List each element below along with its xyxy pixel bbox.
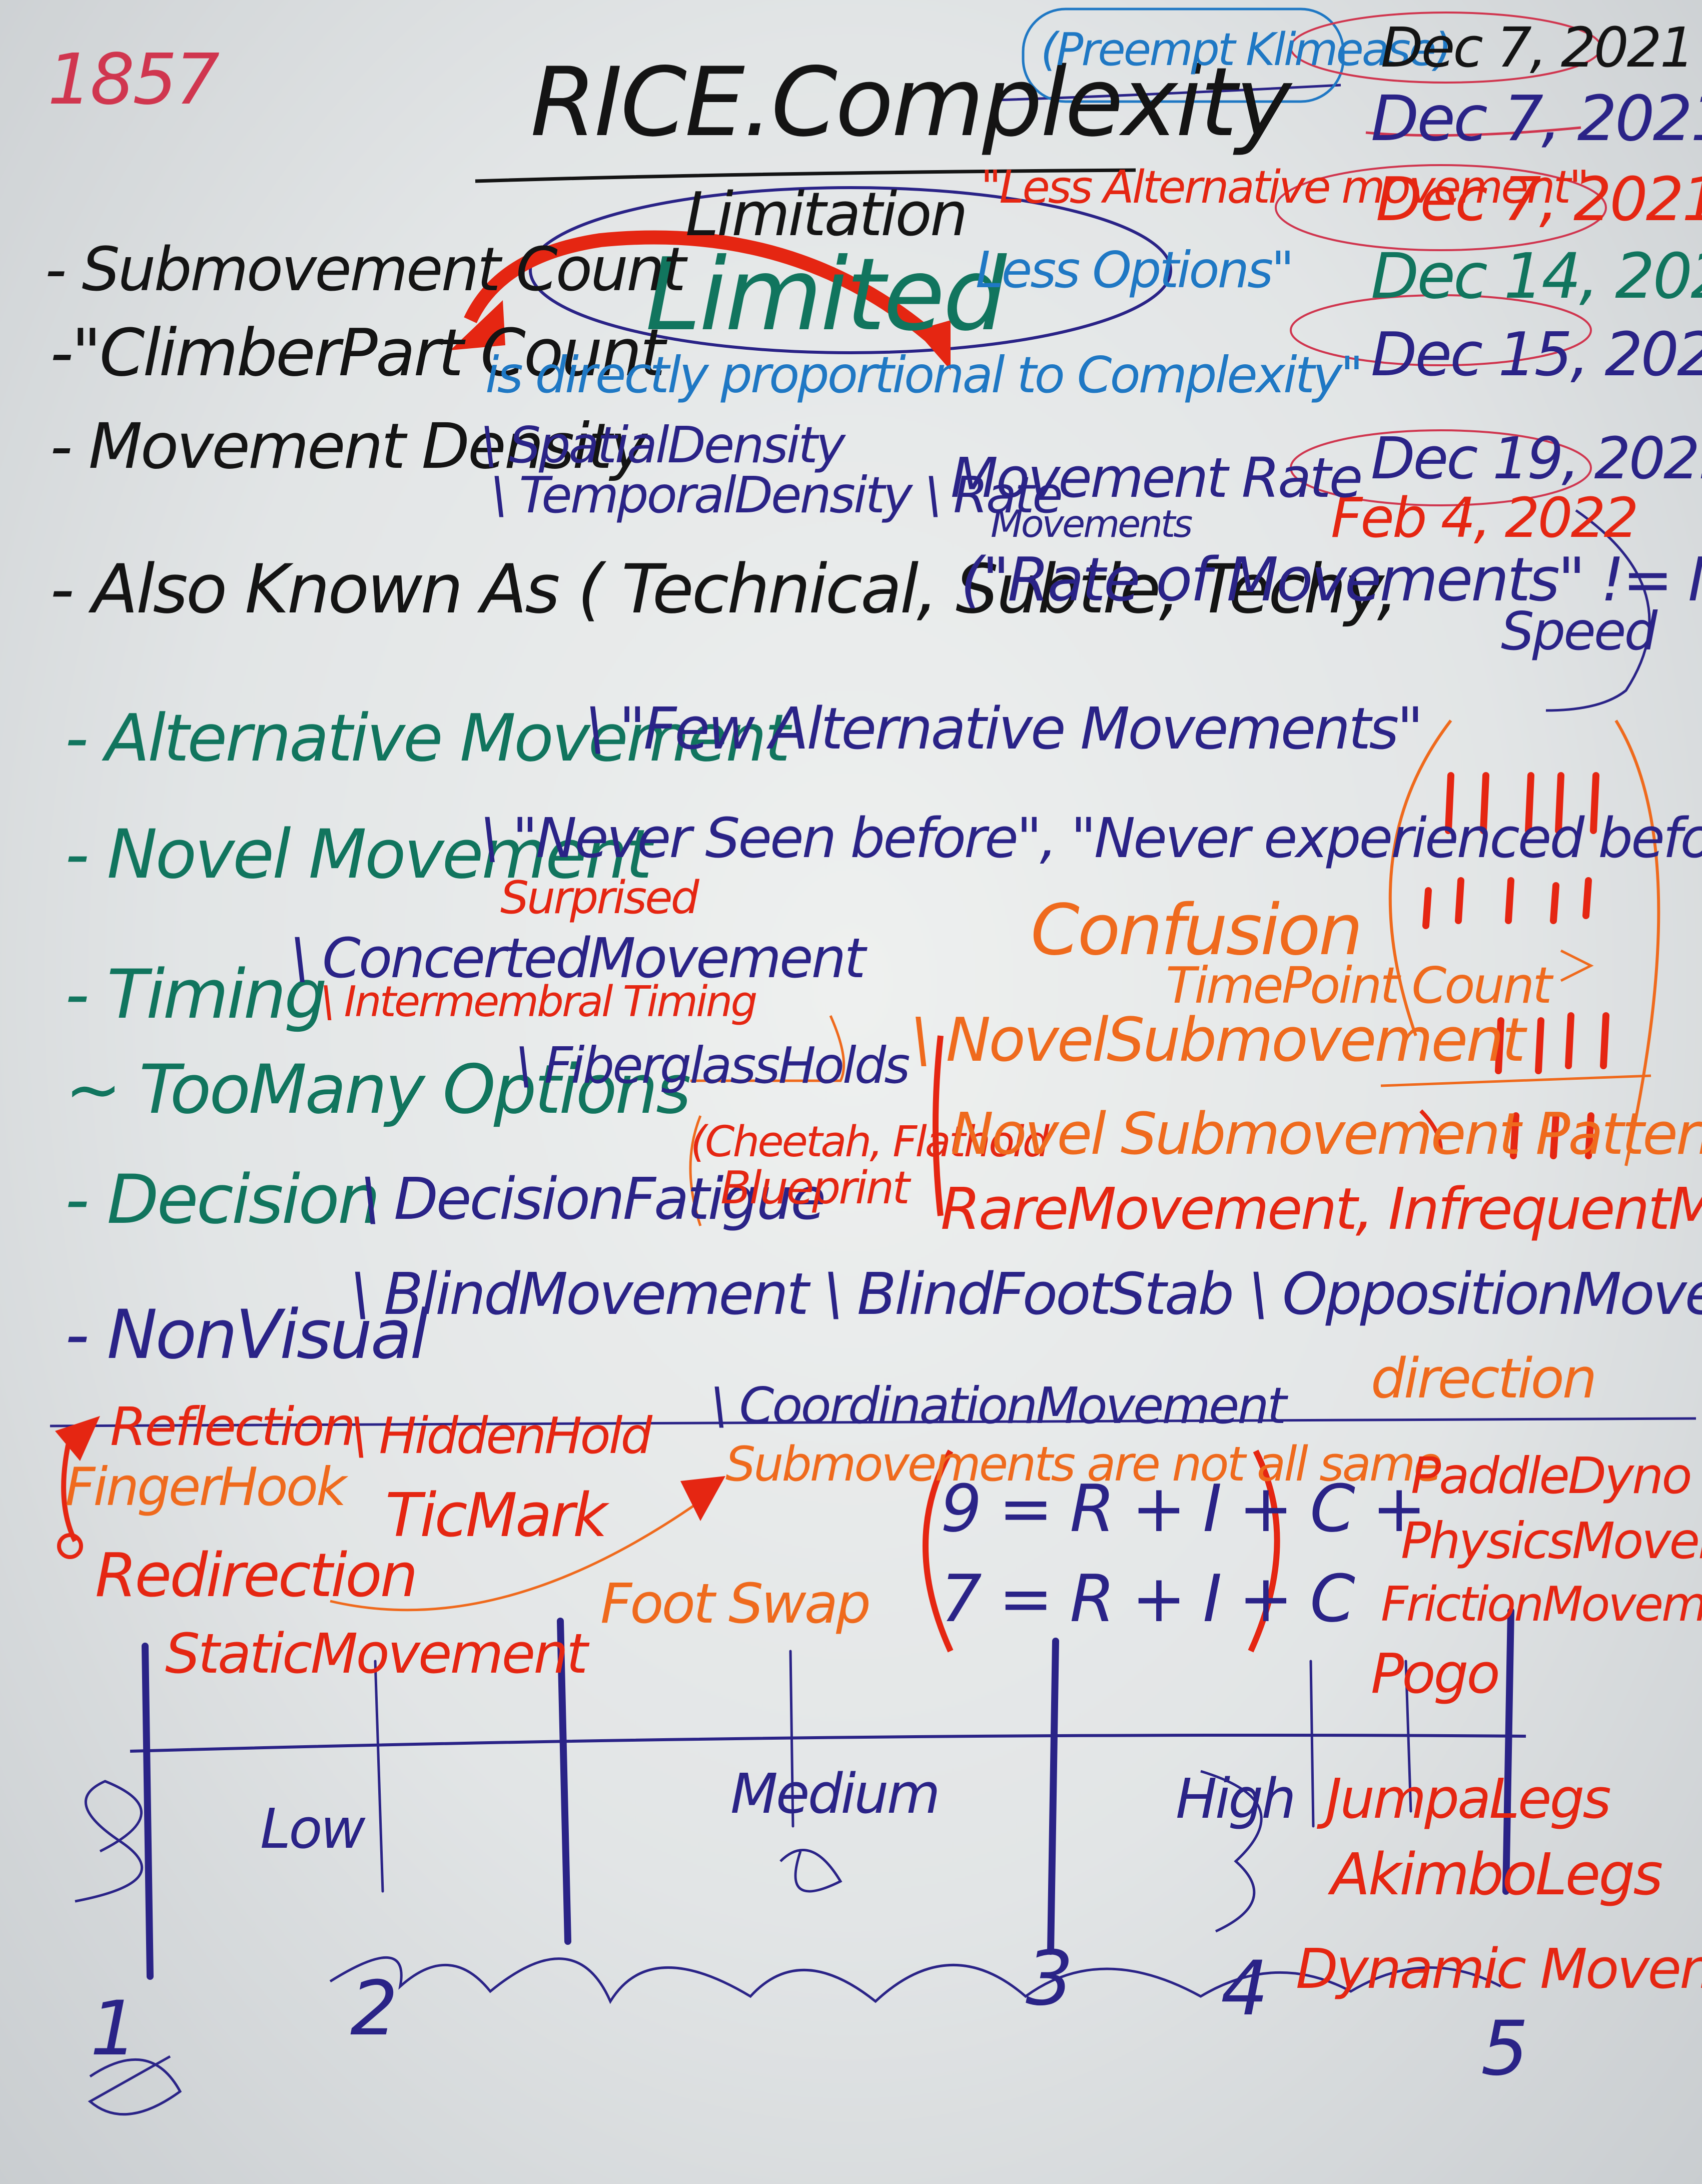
movement-density: - Movement Density: [50, 410, 647, 483]
scale-number-1: 1: [90, 1985, 138, 2072]
direction-note: direction: [1371, 1346, 1597, 1410]
concerted-movement: \ ConcertedMovement: [290, 926, 866, 990]
scale-number-3: 3: [1026, 1935, 1073, 2022]
too-many-options: ~ TooMany Options: [65, 1050, 691, 1129]
climberpart-count: -"ClimberPart Count: [50, 315, 665, 391]
pogo-note: Pogo: [1371, 1642, 1500, 1706]
finger-hook: FingerHook: [65, 1457, 347, 1518]
decision-fatigue: \ DecisionFatigue: [360, 1166, 826, 1233]
akimbo-legs: AkimboLegs: [1331, 1841, 1663, 1908]
date-entry: Feb 4, 2022: [1331, 486, 1639, 550]
surprised-note: Surprised: [500, 872, 699, 924]
timing-item: - Timing: [65, 955, 327, 1034]
less-alternative-note: "Less Alternative movement": [981, 161, 1589, 214]
intermembral-timing: \ Intermembral Timing: [320, 977, 757, 1027]
foot-swap: Foot Swap: [600, 1572, 871, 1636]
date-entry: Dec 19, 2021: [1371, 425, 1702, 492]
static-movement: StaticMovement: [165, 1622, 588, 1686]
limitation-label: Limitation: [685, 180, 968, 250]
scale-number-2: 2: [350, 1965, 398, 2052]
physics-movement: PhysicsMovement: [1401, 1512, 1702, 1570]
movement-rate: Movement Rate: [951, 446, 1363, 510]
novel-submovement: \ NovelSubmovement: [911, 1006, 1525, 1075]
confusion-label: Confusion: [1031, 890, 1363, 971]
cheetah-flathold: (Cheetah, Flathold: [690, 1117, 1050, 1167]
date-entry: Dec 14, 2021: [1371, 240, 1702, 313]
scale-medium: Medium: [730, 1762, 941, 1826]
date-entry: Dec 7, 2021: [1381, 16, 1695, 80]
redirection-note: Redirection: [95, 1541, 418, 1611]
jumpa-legs: JumpaLegs: [1326, 1767, 1611, 1831]
less-options-note: Less Options": [976, 241, 1294, 299]
novel-submovement-pattern: Novel Submovement Pattern: [951, 1101, 1702, 1168]
also-known-as: - Also Known As ( Technical, Subtle, Tec…: [50, 550, 1398, 628]
tic-mark: TicMark: [385, 1481, 608, 1551]
alternative-movement: - Alternative Movement: [65, 700, 790, 776]
nonvisual-item: - NonVisual: [65, 1295, 429, 1374]
title-note: (Preempt Klimease): [1041, 24, 1452, 76]
proportional-note: is directly proportional to Complexity": [485, 346, 1363, 404]
rare-movement: RareMovement, InfrequentMovement: [941, 1176, 1702, 1243]
page-title: RICE.Complexity: [530, 47, 1292, 158]
submovement-count: - Submovement Count: [45, 235, 686, 305]
spatial-density: \ SpatialDensity: [480, 416, 845, 474]
scale-high: High: [1176, 1767, 1296, 1831]
fiberglass-holds: \ FiberglassHolds: [515, 1036, 910, 1095]
few-alternative: \ "Few Alternative Movements": [585, 695, 1423, 763]
novel-movement: - Novel Movement: [65, 815, 652, 894]
scale-number-4: 4: [1221, 1945, 1268, 2032]
hidden-hold: \ HiddenHold: [350, 1406, 652, 1465]
date-entry: Dec 15, 2021: [1371, 320, 1702, 390]
page-number: 1857: [48, 39, 220, 121]
blind-movements: \ BlindMovement \ BlindFootStab \ Opposi…: [350, 1261, 1702, 1328]
coordination-movement: \ CoordinationMovement: [710, 1376, 1287, 1435]
rate-of-movements: ("Rate of Movements" != Movement: [961, 545, 1702, 615]
timepoint-count: TimePoint Count: [1166, 956, 1552, 1015]
friction-movement: FrictionMovement: [1381, 1577, 1702, 1632]
paddle-dyno: PaddleDyno: [1411, 1446, 1692, 1505]
scale-number-5: 5: [1481, 2005, 1528, 2092]
equation-1: 9 = R + I + C +: [941, 1471, 1426, 1547]
limited-label: Limited: [645, 237, 1007, 353]
movements-note: Movements: [991, 502, 1193, 546]
scale-low: Low: [260, 1797, 366, 1861]
blueprint-note: Blueprint: [720, 1162, 910, 1214]
submovements-note: Submovements are not all same: [725, 1437, 1443, 1492]
decision-item: - Decision: [65, 1160, 380, 1239]
date-entry: Dec 7, 2021: [1371, 83, 1702, 155]
date-entry: Dec 7, 2021: [1376, 165, 1702, 235]
dynamic-movement: Dynamic Movement: [1296, 1937, 1702, 2001]
temporal-density: \ TemporalDensity \ Rate: [490, 466, 1063, 524]
reflection-note: Reflection: [110, 1396, 356, 1458]
speed-note: Speed: [1501, 601, 1657, 662]
never-seen-quote: \ "Never Seen before", "Never experience…: [480, 806, 1702, 870]
equation-2: 7 = R + I + C: [941, 1561, 1355, 1637]
